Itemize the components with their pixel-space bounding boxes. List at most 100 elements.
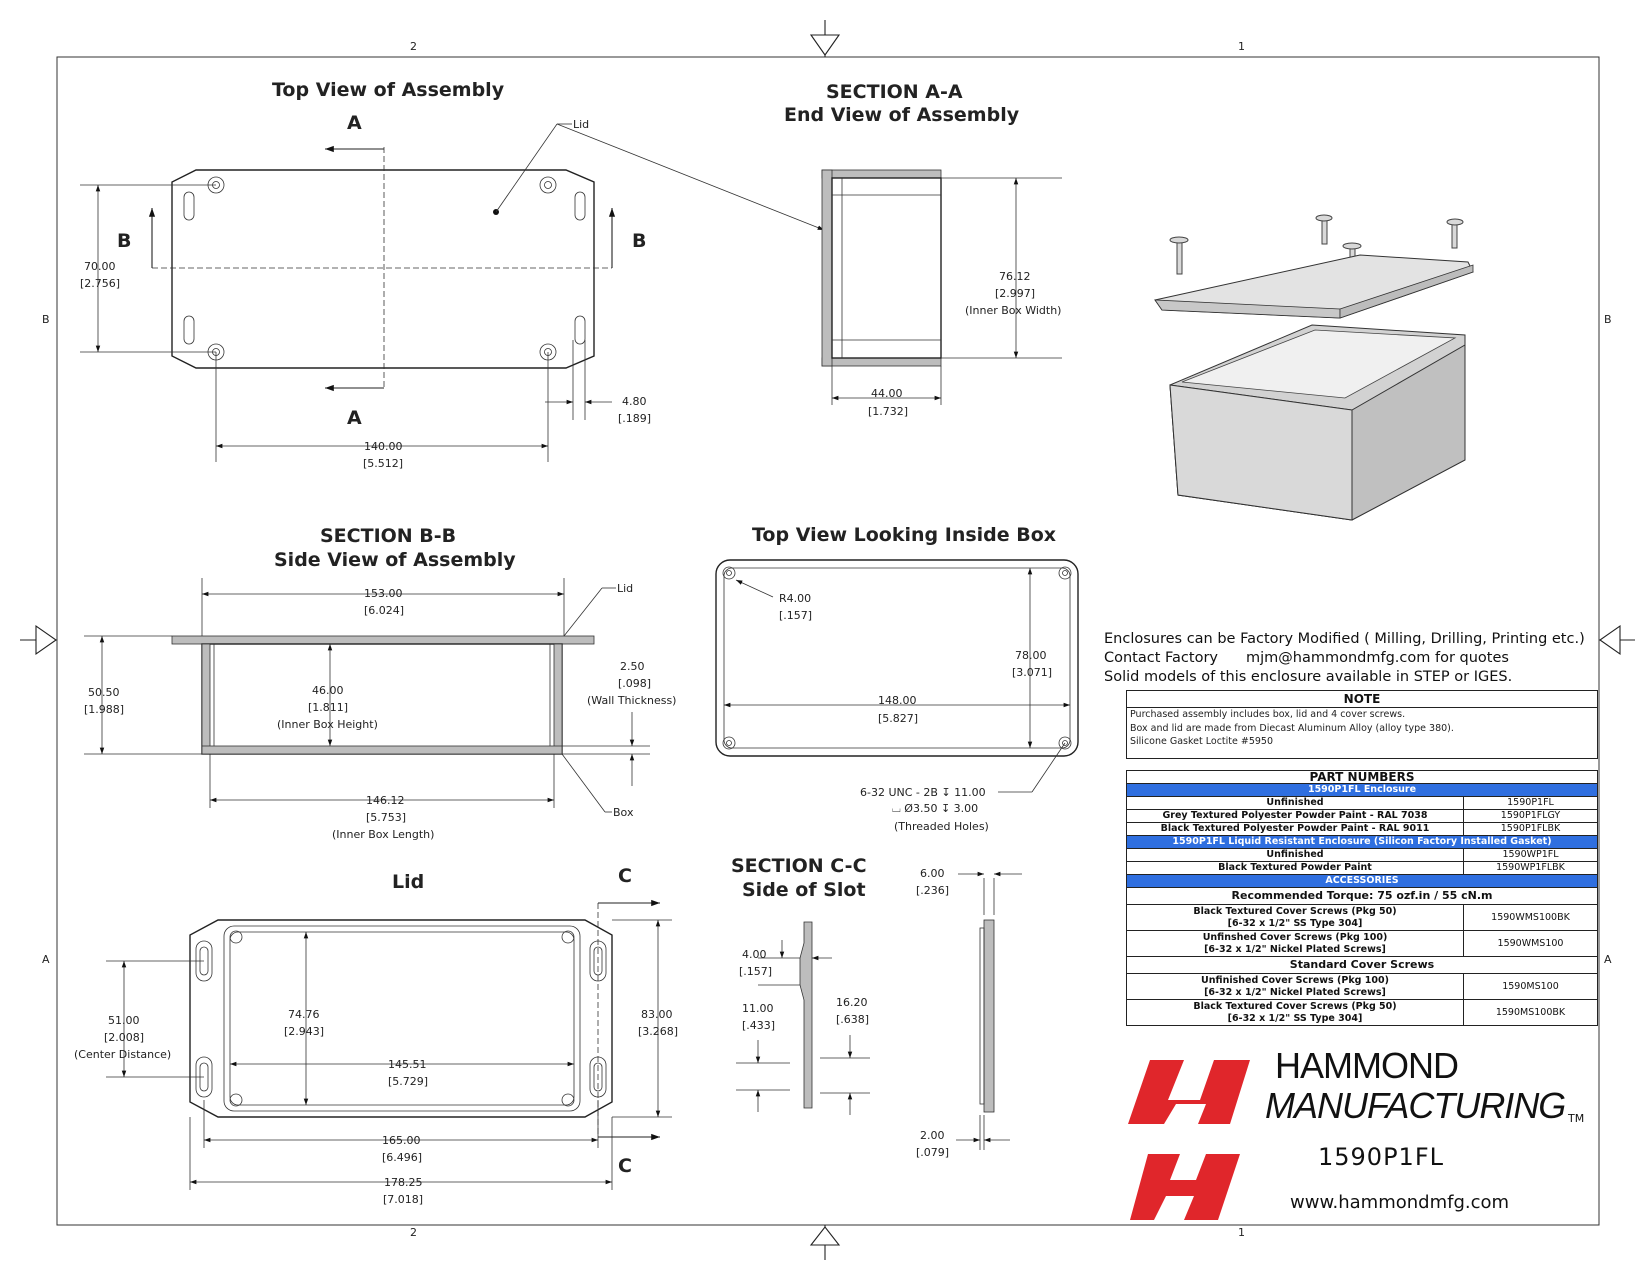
section-a-label-top: A — [347, 112, 362, 134]
note-line: Box and lid are made from Diecast Alumin… — [1130, 722, 1454, 734]
lid-view-title: Lid — [392, 871, 424, 893]
dim-tv-height: 70.00 — [84, 260, 116, 273]
top-view-title: Top View of Assembly — [272, 79, 505, 101]
accessories-header: ACCESSORIES — [1126, 874, 1598, 888]
dim-bb-height: 50.50 — [88, 686, 120, 699]
liquid-resistant-header: 1590P1FL Liquid Resistant Enclosure (Sil… — [1126, 835, 1598, 849]
section-a-label-bottom: A — [347, 407, 362, 429]
note-title: NOTE — [1127, 691, 1597, 708]
section-cc-slot: SECTION C-C Side of Slot 4.00 [.157] 11.… — [731, 855, 1022, 1159]
dim-holes-1: 6-32 UNC - 2B ↧ 11.00 — [860, 786, 986, 799]
lid-callout-bb: Lid — [617, 582, 633, 595]
dim-aa-width-in: [2.997] — [995, 287, 1035, 300]
factory-info: Enclosures can be Factory Modified ( Mil… — [1104, 630, 1604, 687]
brand-name-1: HAMMOND — [1275, 1045, 1459, 1086]
dim-tv-width: 140.00 — [364, 440, 403, 453]
zone-col-2-top: 2 — [410, 40, 417, 53]
section-c-label-bottom: C — [618, 1155, 632, 1177]
dim-cc-4-in: [.157] — [739, 965, 772, 978]
zone-row-a-right: A — [1604, 953, 1612, 966]
dim-cc-11: 11.00 — [742, 1002, 774, 1015]
dim-in-r-in: [.157] — [779, 609, 812, 622]
zone-col-1-top: 1 — [1238, 40, 1245, 53]
section-aa-title-1: SECTION A-A — [826, 81, 963, 103]
section-aa-end-view: SECTION A-A End View of Assembly 76.12 [… — [784, 81, 1062, 418]
dim-bb-len: 146.12 — [366, 794, 405, 807]
dim-holes-2: ⌴ Ø3.50 ↧ 3.00 — [892, 802, 978, 815]
dim-lid-w2: 178.25 — [384, 1176, 423, 1189]
dim-in-h-in: [3.071] — [1012, 666, 1052, 679]
zone-col-2-bottom: 2 — [410, 1226, 417, 1239]
logo-lower — [1130, 1154, 1240, 1220]
section-bb-title-1: SECTION B-B — [320, 525, 456, 547]
dim-aa-width-note: (Inner Box Width) — [965, 304, 1061, 317]
dim-lid-h-in: [3.268] — [638, 1025, 678, 1038]
torque-note: Recommended Torque: 75 ozf.in / 55 cN.m — [1126, 887, 1598, 905]
brand-name-2: MANUFACTURING — [1265, 1085, 1566, 1126]
section-bb-side-view: SECTION B-B Side View of Assembly 153.00… — [84, 525, 676, 841]
part-numbers-table: PART NUMBERS 1590P1FL Enclosure Unfinish… — [1126, 770, 1598, 1026]
info-email-link[interactable]: mjm@hammondmfg.com for quotes — [1246, 650, 1509, 666]
section-bb-title-2: Side View of Assembly — [274, 549, 516, 571]
section-b-label-right: B — [632, 230, 646, 252]
dim-bb-len-in: [5.753] — [366, 811, 406, 824]
drawing-border — [56, 56, 1600, 1226]
dim-lid-inner-h-in: [2.943] — [284, 1025, 324, 1038]
table-row: Black Textured Polyester Powder Paint - … — [1126, 822, 1598, 836]
dim-lid-center-in: [2.008] — [104, 1031, 144, 1044]
dim-bb-inner-h-note: (Inner Box Height) — [277, 718, 378, 731]
trademark: TM — [1568, 1112, 1585, 1125]
dim-lid-inner-w-in: [5.729] — [388, 1075, 428, 1088]
dim-bb-top: 153.00 — [364, 587, 403, 600]
dim-lid-center: 51.00 — [108, 1014, 140, 1027]
section-cc-title-1: SECTION C-C — [731, 855, 867, 877]
section-aa-title-2: End View of Assembly — [784, 104, 1020, 126]
table-row: Black Textured Cover Screws (Pkg 50)[6-3… — [1126, 999, 1598, 1026]
inside-view-title: Top View Looking Inside Box — [752, 524, 1056, 546]
dim-in-w: 148.00 — [878, 694, 917, 707]
dim-cc-16: 16.20 — [836, 996, 868, 1009]
dim-bb-height-in: [1.988] — [84, 703, 124, 716]
lid-callout-top: Lid — [573, 118, 589, 131]
box-callout-bb: Box — [613, 806, 634, 819]
dim-cc-2: 2.00 — [920, 1129, 945, 1142]
dim-cc-4: 4.00 — [742, 948, 767, 961]
dim-cc-11-in: [.433] — [742, 1019, 775, 1032]
table-row: Unfinished Cover Screws (Pkg 100)[6-32 x… — [1126, 973, 1598, 1000]
dim-cc-2-in: [.079] — [916, 1146, 949, 1159]
drawing-part-number: 1590P1FL — [1318, 1143, 1444, 1171]
dim-lid-w1: 165.00 — [382, 1134, 421, 1147]
zone-row-a-left: A — [42, 953, 50, 966]
dim-bb-wall-note: (Wall Thickness) — [587, 694, 676, 707]
dim-lid-inner-w: 145.51 — [388, 1058, 427, 1071]
top-view-inside-box: Top View Looking Inside Box R4.00 [.157]… — [715, 524, 1079, 833]
dim-in-r: R4.00 — [779, 592, 811, 605]
info-line-3: Solid models of this enclosure available… — [1104, 669, 1513, 685]
dim-bb-wall-in: [.098] — [618, 677, 651, 690]
dim-holes-3: (Threaded Holes) — [894, 820, 989, 833]
table-row: Black Textured Cover Screws (Pkg 50)[6-3… — [1126, 904, 1598, 931]
dim-lid-center-note: (Center Distance) — [74, 1048, 171, 1061]
info-contact: Contact Factory — [1104, 650, 1218, 666]
zone-row-b-right: B — [1604, 313, 1612, 326]
section-cc-title-2: Side of Slot — [742, 879, 866, 901]
dim-bb-len-note: (Inner Box Length) — [332, 828, 434, 841]
note-box: NOTE Purchased assembly includes box, li… — [1126, 690, 1598, 759]
logo-upper — [1128, 1060, 1250, 1124]
dim-in-h: 78.00 — [1015, 649, 1047, 662]
hammond-logo — [1128, 1060, 1250, 1220]
top-view-assembly: Top View of Assembly Lid A A B B — [80, 79, 825, 470]
center-marks — [20, 20, 1635, 1260]
standard-screws-header: Standard Cover Screws — [1126, 956, 1598, 974]
dim-aa-depth-in: [1.732] — [868, 405, 908, 418]
info-line-1: Enclosures can be Factory Modified ( Mil… — [1104, 631, 1585, 647]
website-link[interactable]: www.hammondmfg.com — [1290, 1192, 1510, 1213]
dim-lid-w1-in: [6.496] — [382, 1151, 422, 1164]
table-row: Grey Textured Polyester Powder Paint - R… — [1126, 809, 1598, 823]
enclosure-header: 1590P1FL Enclosure — [1126, 783, 1598, 797]
dim-cc-6-in: [.236] — [916, 884, 949, 897]
dim-bb-wall: 2.50 — [620, 660, 645, 673]
